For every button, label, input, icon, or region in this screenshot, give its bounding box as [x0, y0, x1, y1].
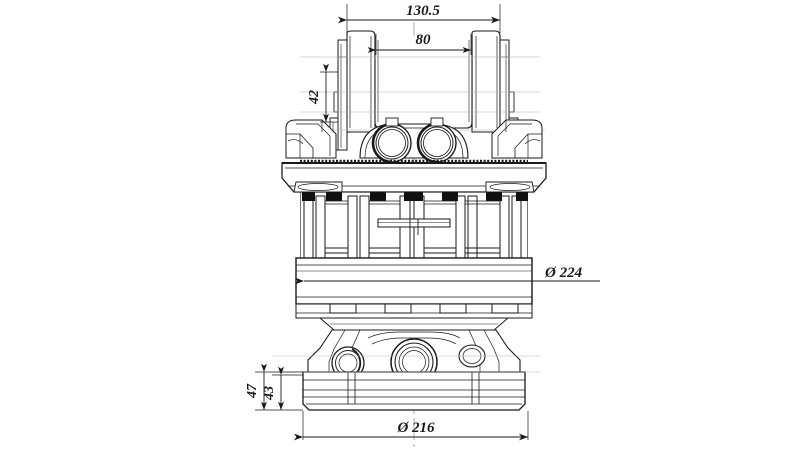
dimension-top-inner: [367, 34, 472, 55]
upper-flange-plate: [281, 159, 547, 193]
dimension-label-diameter-216: Ø 216: [396, 420, 435, 436]
dimension-diameter-216: [294, 411, 529, 441]
main-barrel: [295, 257, 533, 331]
dimension-label-43: 43: [262, 386, 277, 401]
dimension-label-diameter-224: Ø 224: [544, 265, 583, 281]
side-boss-left: [285, 119, 337, 159]
dimension-top-overall: [338, 4, 501, 33]
column-section: [300, 192, 528, 260]
drawing-body: 130.5 80 42 Ø 224 47: [245, 3, 600, 448]
dimension-left-43: [272, 366, 303, 411]
side-boss-right: [491, 119, 543, 159]
dimension-label-47: 47: [245, 383, 260, 399]
top-clevis: [329, 30, 519, 151]
dimension-label-42: 42: [307, 90, 322, 105]
dimension-label-130-5: 130.5: [406, 3, 440, 19]
hydraulic-port-bosses: [359, 117, 469, 164]
bottom-housing: [302, 329, 526, 411]
base-construction-lines: [272, 355, 540, 373]
dimension-left-42: [320, 63, 338, 123]
dimension-label-80: 80: [416, 32, 432, 48]
